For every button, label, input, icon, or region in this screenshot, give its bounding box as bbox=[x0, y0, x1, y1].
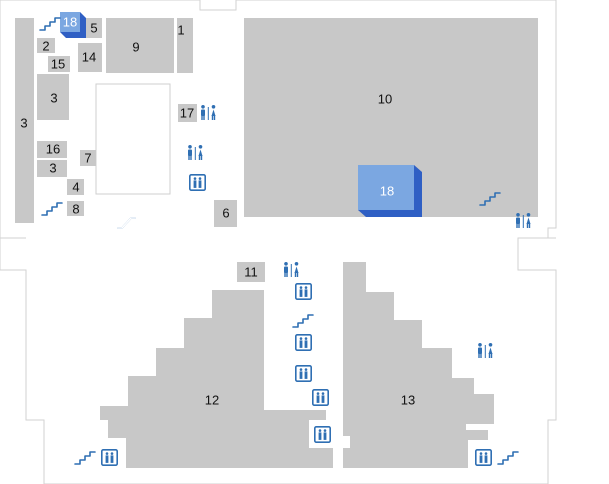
svg-text:1: 1 bbox=[177, 23, 184, 38]
svg-text:6: 6 bbox=[222, 206, 229, 221]
svg-text:8: 8 bbox=[72, 202, 79, 217]
svg-text:11: 11 bbox=[244, 265, 258, 280]
svg-text:18: 18 bbox=[380, 184, 394, 199]
svg-text:3: 3 bbox=[50, 91, 57, 106]
store-18-highlighted[interactable]: 18 bbox=[358, 165, 422, 217]
store-13[interactable]: 13 bbox=[343, 262, 494, 468]
store-14[interactable]: 14 bbox=[78, 43, 102, 72]
store-15[interactable]: 15 bbox=[48, 56, 70, 72]
svg-text:10: 10 bbox=[378, 92, 392, 107]
store-4[interactable]: 4 bbox=[67, 179, 84, 195]
store-12[interactable]: 12 bbox=[100, 290, 333, 468]
svg-text:12: 12 bbox=[205, 393, 219, 408]
svg-text:7: 7 bbox=[84, 151, 91, 166]
svg-text:15: 15 bbox=[51, 57, 65, 72]
svg-text:9: 9 bbox=[132, 40, 139, 55]
stores: 1 2 3 3 3 4 5 6 bbox=[15, 12, 538, 468]
svg-text:5: 5 bbox=[90, 21, 97, 36]
store-3-lower[interactable]: 3 bbox=[37, 160, 67, 177]
store-8[interactable]: 8 bbox=[67, 201, 84, 217]
store-18-small-highlighted[interactable]: 18 bbox=[60, 12, 86, 38]
svg-text:18: 18 bbox=[63, 15, 77, 30]
store-11[interactable]: 11 bbox=[237, 262, 265, 282]
store-5[interactable]: 5 bbox=[84, 18, 102, 38]
svg-text:17: 17 bbox=[180, 106, 194, 121]
store-16[interactable]: 16 bbox=[37, 141, 67, 158]
store-3-left-strip[interactable]: 3 bbox=[15, 18, 34, 223]
svg-text:13: 13 bbox=[401, 393, 415, 408]
store-1[interactable]: 1 bbox=[177, 18, 193, 73]
svg-text:3: 3 bbox=[49, 161, 56, 176]
store-17[interactable]: 17 bbox=[178, 104, 197, 122]
svg-text:16: 16 bbox=[46, 142, 60, 157]
store-6[interactable]: 6 bbox=[214, 200, 237, 227]
store-3-upper[interactable]: 3 bbox=[37, 74, 69, 120]
svg-text:3: 3 bbox=[20, 116, 27, 131]
store-9[interactable]: 9 bbox=[106, 18, 174, 73]
svg-text:4: 4 bbox=[72, 180, 79, 195]
store-7[interactable]: 7 bbox=[80, 150, 96, 166]
atrium bbox=[95, 83, 171, 195]
store-2[interactable]: 2 bbox=[37, 38, 55, 54]
svg-text:2: 2 bbox=[42, 39, 49, 54]
svg-text:14: 14 bbox=[82, 50, 96, 65]
